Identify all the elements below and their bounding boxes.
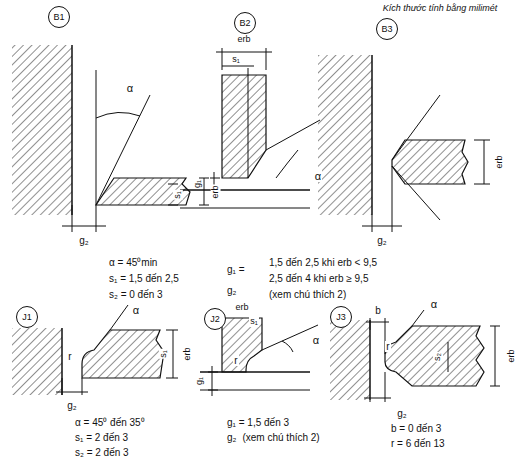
joint-label-circle: B2	[234, 12, 256, 34]
drawing-text: α	[132, 304, 140, 316]
drawing-text: s₁	[173, 190, 183, 200]
joint-code: J3	[336, 313, 346, 322]
drawing-text: g₂	[78, 235, 89, 246]
joint-label-circle: B1	[48, 6, 70, 28]
drawing-text: erb	[495, 154, 505, 169]
drawing-text: erb	[236, 35, 251, 45]
drawing-text: s₂ = 0 đến 3	[108, 289, 164, 300]
drawing-text: α	[430, 298, 438, 310]
joint-label-circle: J1	[16, 306, 38, 328]
drawing-text: g₁	[195, 376, 205, 386]
drawing-text: α	[314, 170, 322, 182]
drawing-text: erb	[183, 346, 193, 361]
drawing-text: b	[374, 305, 382, 316]
drawing-text: g₂	[376, 235, 387, 246]
drawing-text: erb	[507, 348, 517, 363]
joint-code: J1	[22, 313, 32, 322]
drawing-text: g₂	[396, 408, 407, 419]
drawing-text: s₁	[231, 55, 241, 65]
joint-code: B1	[53, 13, 64, 22]
joint-j1	[12, 305, 178, 395]
drawing-text: g₁	[193, 179, 203, 189]
drawing-text: r	[67, 351, 72, 362]
joint-b3	[318, 55, 490, 232]
drawing-text: (xem chú thích 2)	[241, 432, 320, 443]
drawing-text: 2,5 đến 4 khi erb ≥ 9,5	[268, 273, 369, 284]
drawing-text: α	[312, 334, 320, 346]
drawing-text: erb	[211, 184, 221, 199]
drawing-text: erb	[234, 303, 249, 313]
joint-code: B2	[239, 19, 250, 28]
joint-label-circle: J3	[330, 306, 352, 328]
joint-code: J2	[210, 315, 220, 324]
drawing-text: g₂	[66, 400, 77, 411]
joint-j2	[200, 318, 318, 396]
drawing-text: g₁ = 1,5 đến 3	[226, 417, 290, 428]
drawing-text: s₂ = 2 đến 3	[74, 447, 130, 458]
drawing-text: s₁ = 2 đến 3	[74, 432, 129, 443]
drawing-text: α = 45⁰ đến 35⁰	[74, 417, 146, 428]
drawing-text: s₂	[433, 352, 443, 362]
drawing-text: (xem chú thích 2)	[268, 289, 347, 300]
joint-label-circle: B3	[376, 18, 398, 40]
drawing-text: b = 0 đến 3	[390, 423, 442, 434]
joint-b1	[12, 45, 209, 232]
drawing-text: α = 45⁰min	[108, 257, 158, 268]
joint-b2	[180, 48, 320, 208]
joint-j3	[330, 310, 500, 402]
drawing-text: s₁ = 1,5 đến 2,5	[108, 273, 180, 284]
drawing-text: 1,5 đến 2,5 khi erb < 9,5	[268, 257, 378, 268]
drawing-text: g₂	[226, 285, 237, 296]
drawing-text: Kích thước tính bằng milimét	[382, 4, 499, 14]
joint-label-circle: J2	[204, 308, 226, 330]
drawing-text: r = 6 đến 13	[390, 438, 446, 449]
drawing-text: g₂	[226, 432, 237, 443]
joint-code: B3	[381, 25, 392, 34]
drawing-text: r	[233, 355, 238, 366]
drawing-text: g₁ =	[226, 264, 246, 275]
drawing-text: r	[385, 341, 390, 352]
drawing-text: s₁	[159, 349, 169, 359]
drawing-text: α	[126, 82, 134, 94]
drawing-text: s₁	[249, 317, 259, 327]
